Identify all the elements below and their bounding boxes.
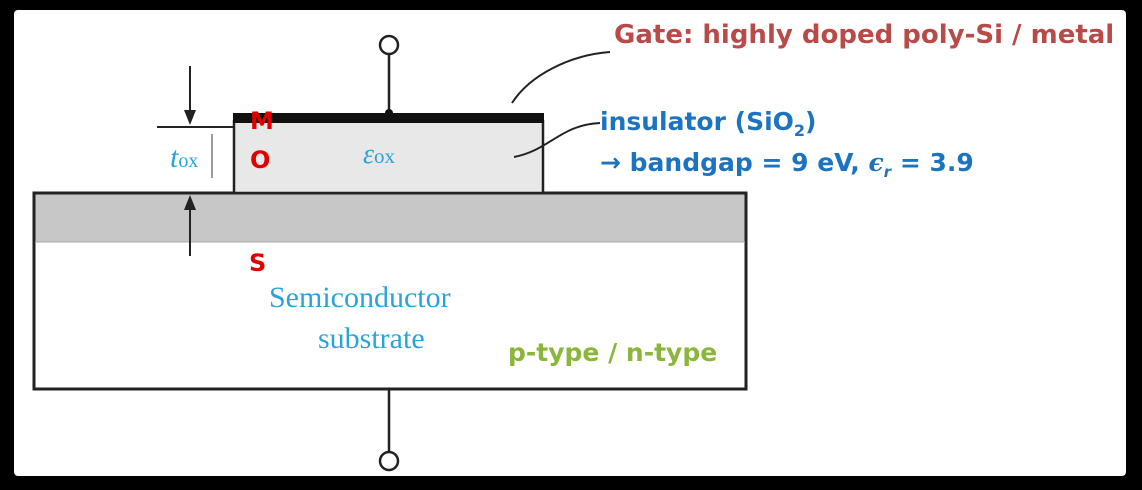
gate-label: Gate: highly doped poly-Si / metal [614, 20, 1115, 50]
tox-arrow-top-head [184, 110, 196, 125]
insulator-close: ) [805, 107, 817, 136]
bandgap-text: → bandgap = 9 eV, [600, 148, 869, 177]
epsilon-value: = 3.9 [891, 148, 974, 177]
epsilon-subscript: r [883, 163, 892, 181]
substrate-label-line2: substrate [318, 322, 425, 355]
doping-label: p-type / n-type [508, 338, 718, 367]
insulator-label: insulator (SiO2) [600, 109, 816, 139]
tox-label: tox [170, 143, 198, 173]
tox-arrow-bottom-head [184, 195, 196, 210]
eps-ox-symbol: ε [363, 139, 375, 170]
letter-o: O [250, 146, 271, 174]
gate-terminal [378, 34, 400, 56]
letter-s: S [249, 249, 267, 277]
tox-symbol: t [170, 141, 179, 174]
bandgap-label: → bandgap = 9 eV, ϵr = 3.9 [600, 150, 974, 180]
tox-subscript: ox [178, 150, 199, 172]
eps-ox-subscript: ox [374, 144, 396, 168]
insulator-subscript: 2 [793, 121, 806, 140]
body-terminal [378, 450, 400, 472]
oxide-layer [232, 119, 545, 195]
channel-region [35, 194, 745, 243]
insulator-text: insulator (SiO [600, 107, 794, 136]
insulator-callout-line [513, 122, 601, 158]
substrate-label-line1: Semiconductor [269, 281, 451, 314]
eps-ox-label: εox [363, 141, 395, 169]
epsilon-symbol: ϵ [868, 148, 884, 177]
gate-callout-line [511, 51, 611, 104]
gate-metal [233, 113, 544, 123]
letter-m: M [250, 107, 274, 135]
gate-junction [385, 109, 393, 117]
